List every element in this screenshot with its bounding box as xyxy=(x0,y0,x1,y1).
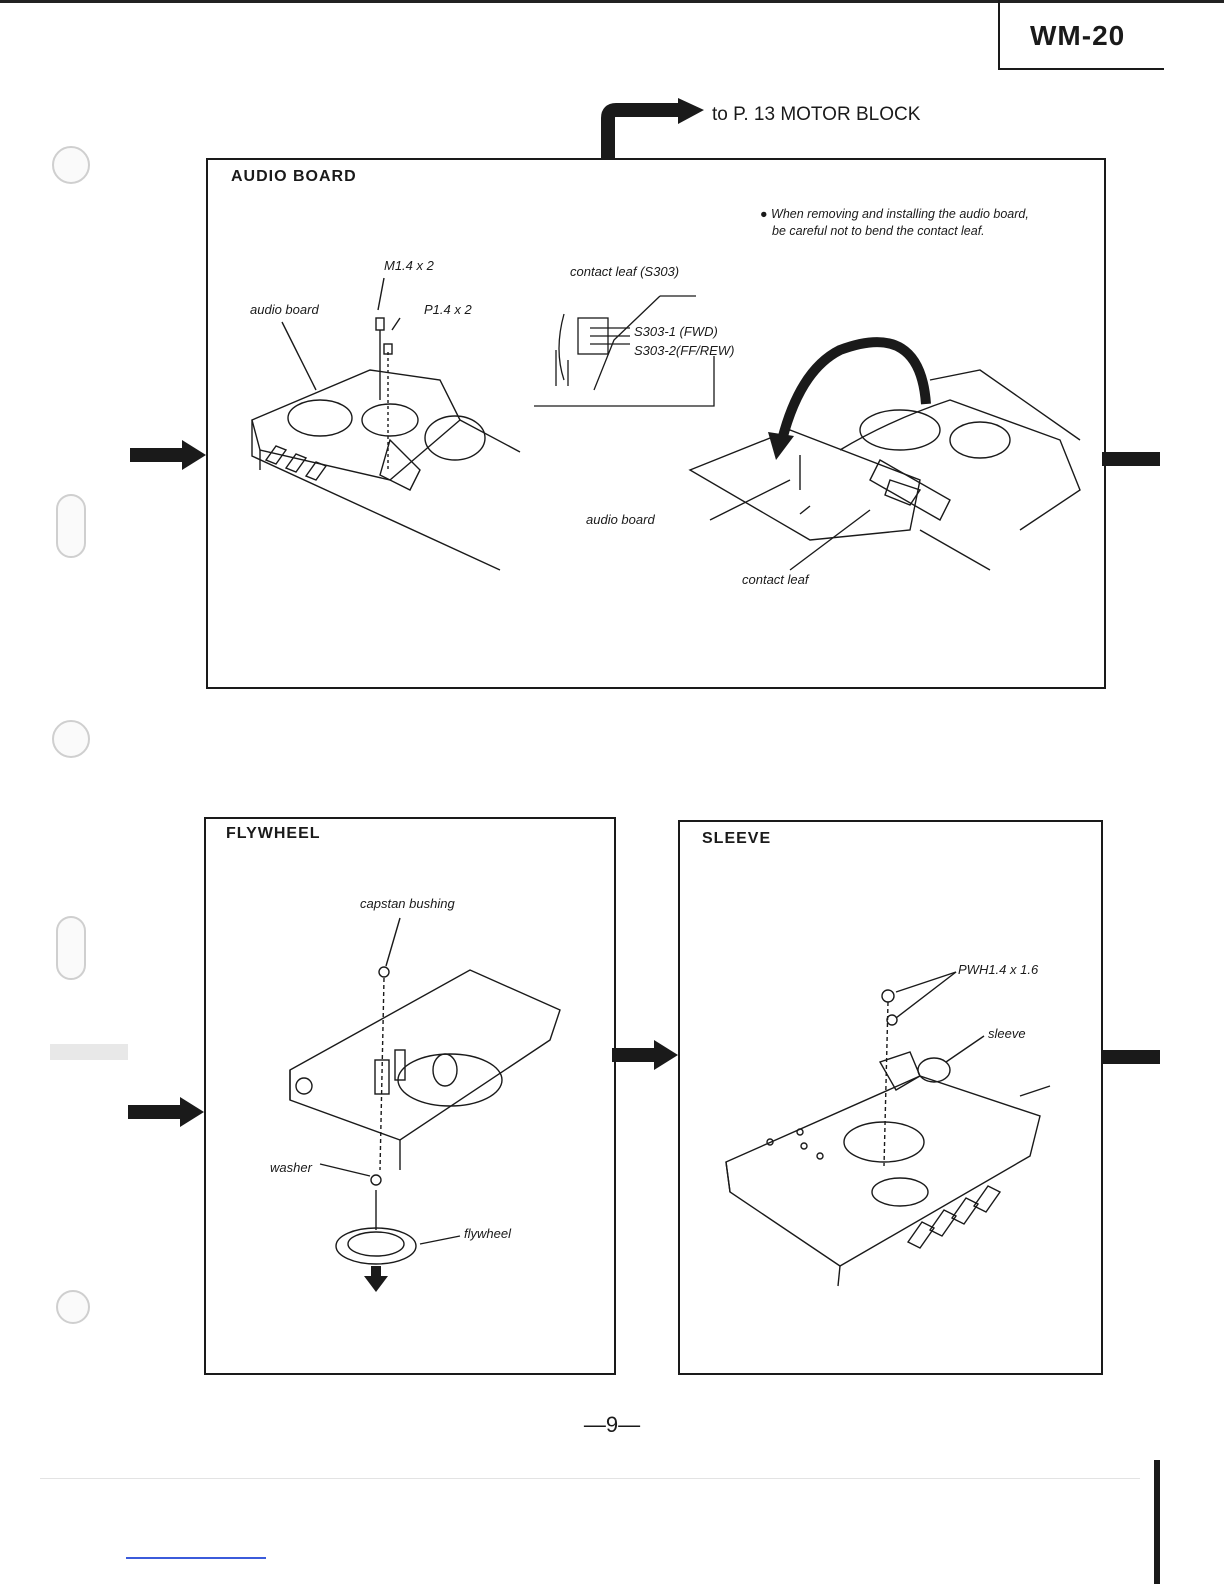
label-audio-board-left: audio board xyxy=(250,302,319,317)
binder-hole-2 xyxy=(52,720,90,758)
flywheel-title: FLYWHEEL xyxy=(226,825,321,842)
sleeve-title: SLEEVE xyxy=(702,830,772,847)
footer-rule xyxy=(40,1478,1140,1479)
footer-blue-line xyxy=(126,1557,266,1559)
label-flywheel: flywheel xyxy=(464,1226,511,1241)
label-audio-board-right: audio board xyxy=(586,512,655,527)
label-screw-m: M1.4 x 2 xyxy=(384,258,434,273)
audio-board-right-illustration xyxy=(688,337,1081,571)
curved-arrow-icon xyxy=(777,337,931,442)
note-line-1: When removing and installing the audio b… xyxy=(771,207,1029,221)
arrow-into-audio-board-icon xyxy=(130,440,206,470)
binder-hole-1 xyxy=(52,146,90,184)
label-capstan-bushing: capstan bushing xyxy=(360,896,455,911)
audio-board-title: AUDIO BOARD xyxy=(231,168,357,185)
label-screw-p: P1.4 x 2 xyxy=(424,302,472,317)
top-reference-link[interactable]: to P. 13 MOTOR BLOCK xyxy=(712,104,921,125)
arrow-into-flywheel-icon xyxy=(128,1097,204,1127)
top-arrow-icon xyxy=(601,98,704,158)
binder-slot-1 xyxy=(56,494,86,558)
page-number: —9— xyxy=(583,1412,641,1437)
label-s303-1: S303-1 (FWD) xyxy=(634,324,718,339)
sleeve-illustration xyxy=(725,971,1051,1287)
label-sleeve-screw: PWH1.4 x 1.6 xyxy=(958,962,1039,977)
right-margin-line xyxy=(1154,1460,1160,1584)
binder-slot-2 xyxy=(56,916,86,980)
down-arrow-stem-icon xyxy=(371,1266,381,1278)
audio-board-note: ● When removing and installing the audio… xyxy=(760,206,1029,240)
audio-board-left-illustration xyxy=(251,277,521,571)
note-line-2: be careful not to bend the contact leaf. xyxy=(772,224,985,238)
label-washer: washer xyxy=(270,1160,312,1175)
flywheel-illustration xyxy=(289,917,561,1292)
sleeve-panel xyxy=(678,820,1103,1375)
binder-hole-3 xyxy=(56,1290,90,1324)
top-rule xyxy=(0,0,1224,3)
right-edge-bar-2 xyxy=(1100,1050,1160,1064)
margin-smudge xyxy=(50,1044,128,1060)
label-s303-2: S303-2(FF/REW) xyxy=(634,343,735,358)
audio-board-panel xyxy=(206,158,1106,689)
label-contact-leaf: contact leaf xyxy=(742,572,809,587)
contact-leaf-detail xyxy=(534,295,715,407)
model-header-box xyxy=(998,0,1164,70)
label-contact-leaf-s303: contact leaf (S303) xyxy=(570,264,680,279)
label-sleeve: sleeve xyxy=(988,1026,1026,1041)
model-number: WM-20 xyxy=(1030,20,1126,51)
bullet-icon: ● xyxy=(760,207,772,221)
arrow-flywheel-to-sleeve-icon xyxy=(612,1040,678,1070)
right-edge-bar-1 xyxy=(1102,452,1160,466)
